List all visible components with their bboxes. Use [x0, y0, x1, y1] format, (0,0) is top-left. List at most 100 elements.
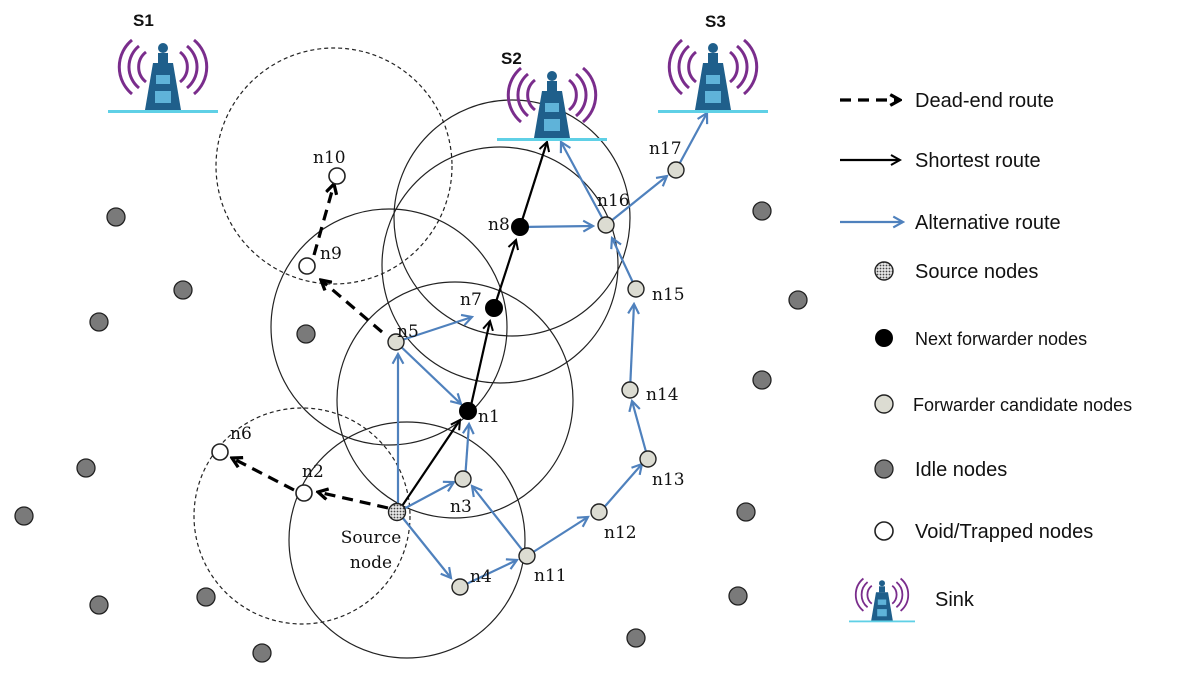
candidate-node-icon — [874, 394, 894, 414]
route-n13-n14 — [632, 401, 650, 460]
node-n6 — [211, 443, 229, 461]
idle-node — [173, 280, 193, 300]
route-n14-n15 — [630, 304, 634, 391]
route-n1-n7 — [468, 321, 490, 411]
label-n5: n5 — [397, 322, 419, 342]
idle-node — [89, 595, 109, 615]
legend-item-next-forwarder: Next forwarder nodes — [875, 329, 1087, 349]
node-n14 — [621, 381, 639, 399]
sink-s2-label: S2 — [501, 49, 522, 68]
legend-item-shortest: Shortest route — [840, 150, 1041, 172]
idle-node — [196, 587, 216, 607]
legend-item-idle: Idle nodes — [874, 459, 1007, 481]
route-n16-s2 — [561, 142, 607, 226]
sink-s1-label: S1 — [133, 11, 154, 30]
route-n5-n1 — [395, 341, 461, 404]
route-n3-n1 — [465, 424, 469, 481]
legend-label-sink: Sink — [935, 589, 975, 611]
route-n5-n9 — [321, 280, 384, 334]
idle-node — [89, 312, 109, 332]
idle-node — [752, 370, 772, 390]
void-nodes — [211, 167, 346, 502]
route-n5-n7 — [395, 317, 472, 344]
idle-node — [14, 506, 34, 526]
idle-node — [736, 502, 756, 522]
legend-label-source: Source nodes — [915, 261, 1038, 283]
legend-label-void: Void/Trapped nodes — [915, 521, 1093, 543]
label-n2: n2 — [302, 462, 324, 482]
label-n16: n16 — [597, 191, 630, 211]
route-n16-n17 — [605, 176, 667, 226]
dead-end-routes — [232, 184, 389, 510]
sinks: S1 S2 S3 — [106, 11, 770, 143]
route-source-n3 — [397, 482, 454, 513]
route-source-n2 — [318, 492, 389, 510]
range-circle-n5 — [270, 208, 508, 446]
idle-node — [788, 290, 808, 310]
route-n7-n8 — [492, 240, 516, 309]
label-n7: n7 — [460, 290, 482, 310]
node-n13 — [639, 450, 657, 468]
legend-label-candidate: Forwarder candidate nodes — [913, 395, 1132, 415]
legend-label-alternative: Alternative route — [915, 212, 1061, 234]
label-n11: n11 — [534, 566, 567, 586]
label-n4: n4 — [470, 567, 492, 587]
sink-s3-icon — [656, 38, 770, 115]
route-n8-s2 — [518, 142, 547, 228]
idle-node — [106, 207, 126, 227]
node-n17 — [667, 161, 685, 179]
idle-node — [626, 628, 646, 648]
range-circle-n7 — [381, 146, 619, 384]
alternative-routes — [395, 113, 707, 588]
idle-node — [752, 201, 772, 221]
idle-node — [76, 458, 96, 478]
node-n2 — [295, 484, 313, 502]
route-n12-n13 — [599, 464, 642, 513]
source-node — [387, 502, 407, 522]
sink-s1-icon — [106, 38, 220, 115]
idle-nodes — [14, 201, 808, 663]
idle-node — [728, 586, 748, 606]
forwarder-node-icon — [875, 329, 893, 347]
source-node-icon — [874, 261, 894, 281]
node-n3 — [454, 470, 472, 488]
void-node-icon — [874, 521, 894, 541]
node-labels: n10 n9 n8 n7 n5 n1 n6 n2 n3 n4 n11 n12 n… — [230, 139, 685, 587]
communication-ranges — [193, 47, 631, 659]
range-circle-n10 — [215, 47, 453, 285]
range-circle-n6 — [193, 407, 411, 625]
legend-label-idle: Idle nodes — [915, 459, 1007, 481]
route-n8-n16 — [519, 226, 593, 227]
node-n15 — [627, 280, 645, 298]
route-source-n4 — [397, 511, 451, 578]
sink-legend-icon — [848, 577, 916, 624]
label-n14: n14 — [646, 385, 679, 405]
idle-node — [296, 324, 316, 344]
label-source-line2: node — [350, 553, 392, 573]
node-n12 — [590, 503, 608, 521]
node-n4 — [451, 578, 469, 596]
idle-node-icon — [874, 459, 894, 479]
legend-item-void: Void/Trapped nodes — [874, 521, 1093, 543]
route-n4-n11 — [459, 560, 517, 588]
node-n1 — [459, 402, 477, 420]
label-n6: n6 — [230, 424, 252, 444]
route-n15-n16 — [612, 238, 637, 290]
candidate-nodes — [387, 161, 685, 596]
legend-label-next-forwarder: Next forwarder nodes — [915, 329, 1087, 349]
route-n2-n6 — [232, 458, 295, 492]
label-n9: n9 — [320, 244, 342, 264]
node-n7 — [485, 299, 503, 317]
route-n17-s3 — [675, 113, 707, 171]
idle-node — [252, 643, 272, 663]
label-n8: n8 — [488, 215, 510, 235]
label-source-line1: Source — [341, 528, 402, 548]
legend-item-candidate: Forwarder candidate nodes — [874, 394, 1132, 415]
legend-item-alternative: Alternative route — [840, 212, 1061, 234]
label-n17: n17 — [649, 139, 682, 159]
forwarder-nodes — [459, 218, 529, 420]
node-n11 — [518, 547, 536, 565]
label-n13: n13 — [652, 470, 685, 490]
node-n16 — [597, 216, 615, 234]
